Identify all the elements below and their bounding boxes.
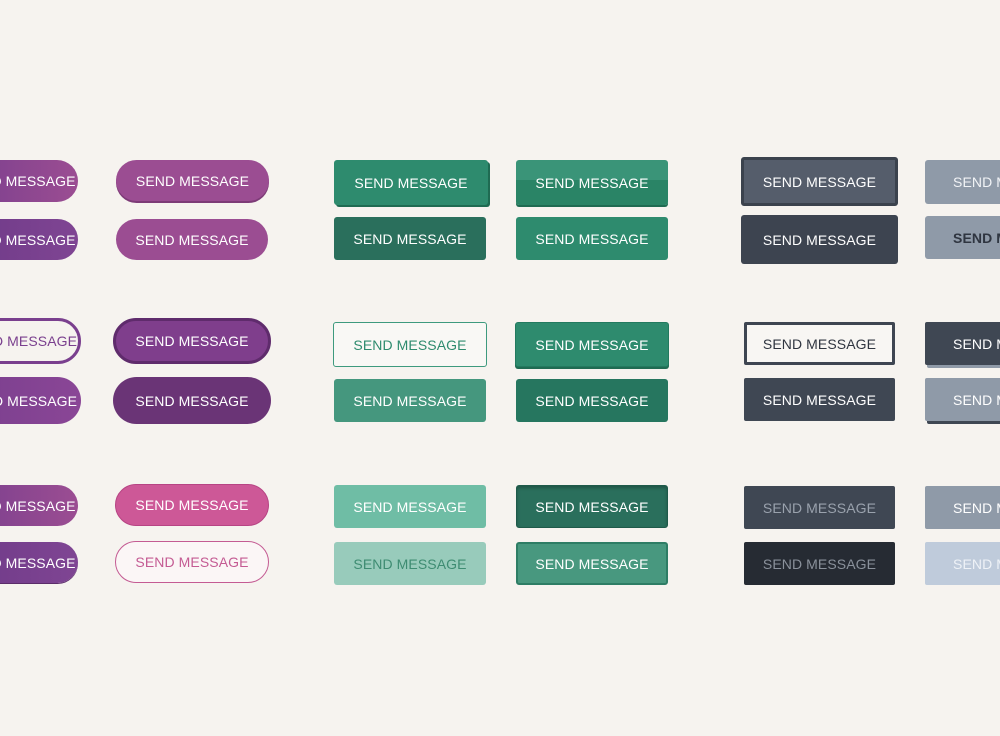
purple-outline-button-row3-col1[interactable]: SEND MESSAGE — [0, 318, 81, 364]
purple-button-row4-col1[interactable]: SEND MESSAGE — [0, 377, 81, 424]
green-muted-button-row4-col3[interactable]: SEND MESSAGE — [334, 379, 486, 422]
green-light-button-row5-col3[interactable]: SEND MESSAGE — [334, 485, 486, 528]
green-pale-button-row6-col3[interactable]: SEND MESSAGE — [334, 542, 486, 585]
green-bordered-button-row6-col4[interactable]: SEND MESSAGE — [516, 542, 668, 585]
slate-button-row2-col5[interactable]: SEND MESSAGE — [741, 215, 898, 264]
slate-outline-button-row3-col5[interactable]: SEND MESSAGE — [744, 322, 895, 365]
gray-blue-button-row4-col6[interactable]: SEND MESSAGE — [925, 378, 1000, 421]
purple-gradient-button-row1-col1[interactable]: SEND MESSAGE — [0, 160, 78, 202]
purple-button-row2-col1[interactable]: SEND MESSAGE — [0, 219, 78, 260]
gray-blue-button-row1-col6[interactable]: SEND MESSAGE — [925, 160, 1000, 204]
slate-button-row4-col5[interactable]: SEND MESSAGE — [744, 378, 895, 421]
slate-darkest-disabled-button-row6-col5[interactable]: SEND MESSAGE — [744, 542, 895, 585]
slate-button-row3-col6[interactable]: SEND MESSAGE — [925, 322, 1000, 365]
pink-button-row5-col2[interactable]: SEND MESSAGE — [115, 484, 269, 526]
green-inset-button-row5-col4[interactable]: SEND MESSAGE — [516, 485, 668, 528]
pale-blue-disabled-button-row6-col6[interactable]: SEND MESSAGE — [925, 542, 1000, 585]
purple-deep-button-row4-col2[interactable]: SEND MESSAGE — [113, 377, 271, 424]
slate-bordered-button-row1-col5[interactable]: SEND MESSAGE — [741, 157, 898, 206]
purple-bordered-button-row3-col2[interactable]: SEND MESSAGE — [113, 318, 271, 364]
slate-disabled-button-row5-col5[interactable]: SEND MESSAGE — [744, 486, 895, 529]
purple-button-row6-col1[interactable]: SEND MESSAGE — [0, 542, 78, 583]
gray-blue-button-row5-col6[interactable]: SEND MESSAGE — [925, 486, 1000, 529]
purple-raised-button-row1-col2[interactable]: SEND MESSAGE — [116, 160, 269, 201]
green-button-row2-col4[interactable]: SEND MESSAGE — [516, 217, 668, 260]
purple-button-row2-col2[interactable]: SEND MESSAGE — [116, 219, 268, 260]
green-3d-button-row1-col3[interactable]: SEND MESSAGE — [334, 160, 488, 205]
green-split-button-row1-col4[interactable]: SEND MESSAGE — [516, 160, 668, 205]
gray-blue-button-row2-col6[interactable]: SEND MESSAGE — [925, 216, 1000, 259]
green-outline-button-row3-col3[interactable]: SEND MESSAGE — [333, 322, 487, 367]
green-dark-button-row4-col4[interactable]: SEND MESSAGE — [516, 379, 668, 422]
purple-button-row5-col1[interactable]: SEND MESSAGE — [0, 485, 78, 526]
green-dark-button-row2-col3[interactable]: SEND MESSAGE — [334, 217, 486, 260]
green-raised-button-row3-col4[interactable]: SEND MESSAGE — [515, 322, 669, 367]
pink-outline-button-row6-col2[interactable]: SEND MESSAGE — [115, 541, 269, 583]
